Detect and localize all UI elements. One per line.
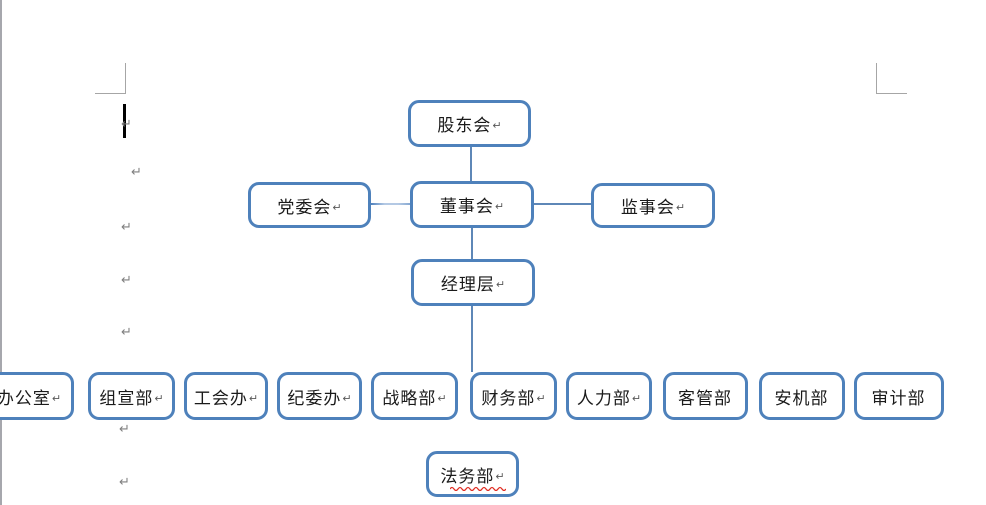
paragraph-mark: ↵ (121, 273, 132, 288)
org-box-label: 审计部 (871, 388, 926, 408)
paragraph-mark: ↵ (154, 391, 164, 405)
paragraph-mark: ↵ (536, 391, 546, 405)
org-box-label: 董事会 (439, 197, 494, 216)
org-box-label: 客管部 (678, 388, 732, 408)
margin-crop-mark-top-left-v (125, 63, 126, 93)
org-box-management[interactable]: 经理层↵ (411, 259, 535, 306)
paragraph-mark: ↵ (121, 325, 132, 340)
margin-crop-mark-top-left-h (95, 93, 126, 94)
org-box-shareholders[interactable]: 股东会↵ (408, 100, 531, 147)
paragraph-mark: ↵ (437, 391, 447, 405)
paragraph-mark: ↵ (51, 391, 62, 405)
org-box-label: 人力部 (576, 388, 631, 408)
page-edge-line (0, 0, 2, 505)
paragraph-mark: ↵ (119, 422, 130, 437)
org-box-label: 财务部 (481, 388, 536, 408)
paragraph-mark: ↵ (119, 475, 130, 490)
margin-crop-mark-top-right-h (876, 93, 907, 94)
org-box-label: 工会办 (193, 388, 248, 408)
paragraph-mark: ↵ (492, 119, 502, 132)
connector-shareholders-board[interactable] (470, 147, 472, 181)
org-box-customer-mgmt[interactable]: 客管部 (663, 372, 748, 420)
org-box-label: 党委会 (277, 197, 332, 217)
spellcheck-squiggle (450, 486, 506, 491)
org-box-human-resources[interactable]: 人力部↵ (566, 372, 652, 420)
org-box-supervisory-board[interactable]: 监事会↵ (591, 183, 715, 228)
paragraph-mark: ↵ (631, 391, 642, 405)
connector-management-departments[interactable] (471, 306, 473, 372)
org-box-strategy[interactable]: 战略部↵ (371, 372, 458, 420)
paragraph-mark: ↵ (494, 200, 505, 213)
org-box-label: 安机部 (774, 388, 829, 408)
org-box-label: 股东会 (437, 116, 492, 135)
org-box-org-propaganda[interactable]: 组宣部↵ (88, 372, 175, 420)
connector-board-management[interactable] (471, 228, 473, 259)
paragraph-mark: ↵ (248, 391, 259, 405)
org-box-legal[interactable]: 法务部↵ (426, 451, 519, 497)
paragraph-mark: ↵ (121, 220, 132, 235)
org-box-union-office[interactable]: 工会办↵ (184, 372, 268, 420)
paragraph-mark: ↵ (121, 117, 132, 132)
connector-party-board[interactable] (371, 203, 410, 205)
org-box-label: 法务部 (440, 466, 495, 486)
org-box-label: 组宣部 (99, 388, 154, 408)
margin-crop-mark-top-right-v (876, 63, 877, 93)
connector-board-supervisory[interactable] (534, 203, 591, 205)
org-box-label: 监事会 (620, 198, 675, 217)
paragraph-mark: ↵ (332, 200, 342, 214)
org-box-party-committee[interactable]: 党委会↵ (248, 182, 371, 228)
org-box-discipline-office[interactable]: 纪委办↵ (277, 372, 362, 420)
org-box-label: 纪委办 (287, 388, 342, 408)
paragraph-mark: ↵ (342, 391, 352, 405)
text-cursor (123, 104, 126, 138)
paragraph-mark: ↵ (131, 165, 142, 180)
org-box-office[interactable]: 办公室↵ (0, 372, 74, 420)
paragraph-mark: ↵ (495, 278, 506, 291)
org-box-board-of-directors[interactable]: 董事会↵ (410, 181, 534, 228)
org-box-security-machinery[interactable]: 安机部 (759, 372, 845, 420)
org-box-label: 战略部 (382, 388, 437, 408)
org-box-label: 经理层 (440, 275, 495, 294)
paragraph-mark: ↵ (495, 469, 505, 483)
org-box-label: 办公室 (0, 388, 51, 408)
org-box-audit[interactable]: 审计部 (854, 372, 944, 420)
org-box-finance[interactable]: 财务部↵ (470, 372, 557, 420)
paragraph-mark: ↵ (675, 201, 686, 214)
